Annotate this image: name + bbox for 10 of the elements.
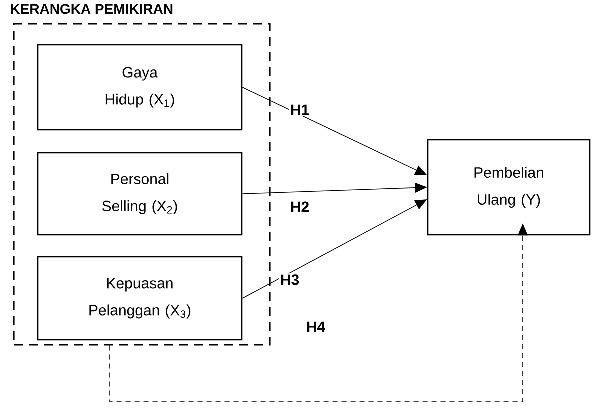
edge-label: H4 [305, 320, 327, 334]
group-frame [13, 23, 271, 346]
variable-box: Kepuasan Pelanggan (X$_{3}$) [37, 256, 243, 341]
edge-label: H3 [279, 274, 301, 286]
variable-box: Personal Selling (X$_{2}$) [37, 152, 243, 236]
edge-label: H1 [289, 104, 311, 116]
title: KERANGKA PEMIKIRAN [11, 4, 173, 14]
edge-label: H2 [289, 200, 311, 214]
variable-box: Gaya Hidup (X$_{1}$) [37, 44, 243, 131]
variable-box: Pembelian Ulang (Y) [427, 139, 591, 236]
